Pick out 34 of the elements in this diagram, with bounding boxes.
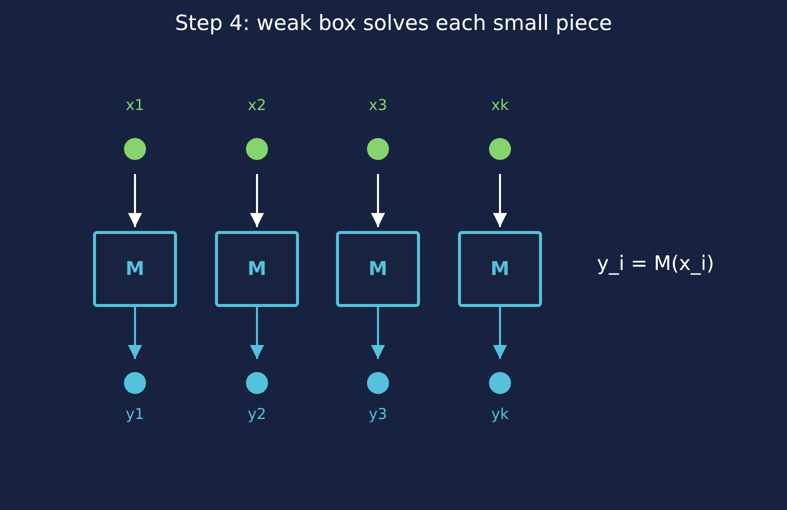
model-label: M (490, 258, 510, 280)
output-label: y2 (246, 405, 268, 423)
model-box (458, 231, 542, 307)
formula-text: y_i = M(x_i) (597, 251, 714, 275)
output-label: y1 (124, 405, 146, 423)
model-label: M (368, 258, 388, 280)
arrow (493, 174, 507, 227)
model-box (93, 231, 177, 307)
arrow (371, 174, 385, 227)
diagram-title: Step 4: weak box solves each small piece (174, 11, 614, 35)
input-label: x3 (368, 96, 388, 114)
model-label: M (248, 258, 266, 280)
arrow (128, 174, 142, 227)
output-label: y3 (368, 405, 388, 423)
output-dot (246, 372, 268, 394)
model-box (215, 231, 299, 307)
arrow (128, 307, 142, 359)
arrow (250, 174, 264, 227)
model-label: M (126, 258, 144, 280)
output-dot (367, 372, 389, 394)
input-dot (246, 138, 268, 160)
input-dot (367, 138, 389, 160)
output-dot (489, 372, 511, 394)
model-box (336, 231, 420, 307)
input-dot (489, 138, 511, 160)
arrow (371, 307, 385, 359)
input-label: x2 (246, 96, 268, 114)
arrow (250, 307, 264, 359)
output-dot (124, 372, 146, 394)
arrow (493, 307, 507, 359)
input-dot (124, 138, 146, 160)
input-label: x1 (124, 96, 146, 114)
output-label: yk (490, 405, 510, 423)
input-label: xk (490, 96, 510, 114)
